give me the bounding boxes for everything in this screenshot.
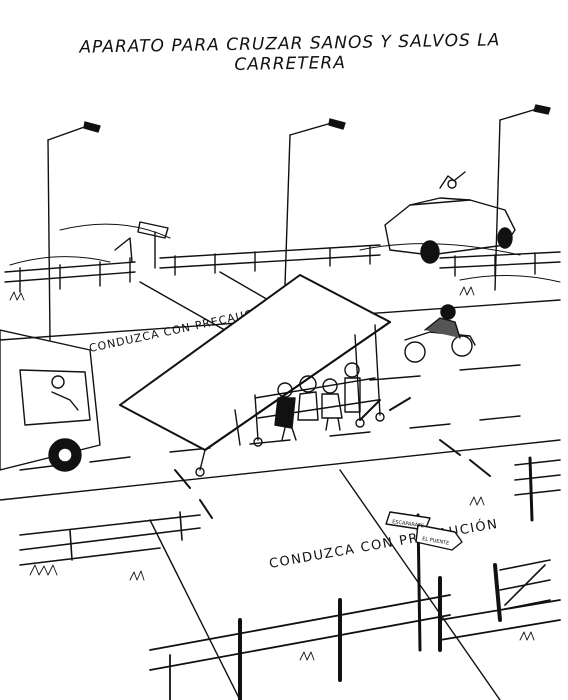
gate-right xyxy=(493,559,551,622)
bus xyxy=(0,329,101,472)
road-text-bottom: CONDUZCA CON PRECAUCIÓN xyxy=(268,516,500,572)
fence-front-left xyxy=(19,511,201,566)
pedestrians-group xyxy=(274,362,361,441)
fence-back-left xyxy=(4,237,136,293)
signpost xyxy=(385,511,463,652)
fence-back-right xyxy=(159,244,561,277)
sign-right-text: EL PUENTE xyxy=(422,536,450,547)
sign-left-text: ESCAPARATE xyxy=(392,519,424,529)
motorcyclist xyxy=(404,304,476,363)
street-lamp-right xyxy=(494,104,551,291)
grass-tufts xyxy=(9,286,535,661)
street-lamp-left xyxy=(47,121,101,341)
street-lamp-center xyxy=(284,118,346,286)
fence-right-side xyxy=(514,456,561,522)
road-sign-back xyxy=(137,221,169,269)
convertible-car xyxy=(384,171,516,264)
crossing-apparatus xyxy=(119,274,391,477)
